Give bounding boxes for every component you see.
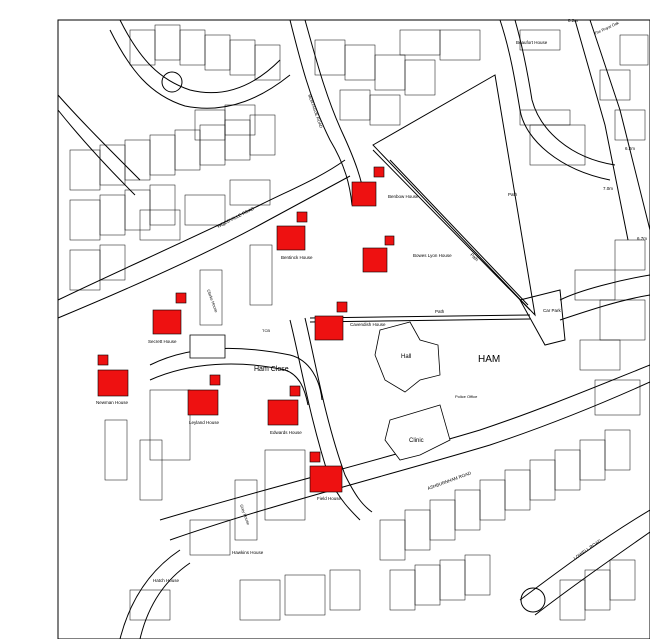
spot-level-3: 6.2m <box>625 146 635 151</box>
area-label-ham: HAM <box>478 354 500 365</box>
road-network <box>57 19 650 639</box>
label-edwards-house: Edwards House <box>270 430 302 435</box>
benbow-house-block[interactable] <box>351 181 377 207</box>
label-bentinck-house: Bentinck House <box>281 255 313 260</box>
leyland-house-block[interactable] <box>187 389 219 416</box>
path-label-1: Path <box>508 192 518 197</box>
label-field-house: Field House <box>317 496 342 501</box>
label-police-office: Police Office <box>455 394 478 399</box>
label-benbow-house: Benbow House <box>388 194 419 199</box>
spot-level-4: 8.2m <box>568 18 578 23</box>
label-car-park: Car Park <box>543 308 562 313</box>
road-label-ham-close: Ham Close <box>254 366 289 373</box>
label-tcb: TCB <box>262 328 270 333</box>
label-hall: Hall <box>401 354 411 360</box>
highlighted-buildings <box>97 166 395 493</box>
label-beaufort-house: Beaufort House <box>516 40 548 45</box>
label-newman-house: Newman House <box>96 400 129 405</box>
clinic-building <box>384 404 451 461</box>
residential-blocks <box>69 24 649 621</box>
hall-building <box>374 321 441 393</box>
label-hawkins-house: Hawkins House <box>232 550 264 555</box>
bentinck-house-block[interactable] <box>276 225 306 251</box>
secrett-house-block[interactable] <box>152 309 182 335</box>
path-label-3: Path <box>435 309 445 314</box>
label-hatch-house: Hatch House <box>153 578 180 583</box>
map-frame <box>57 19 650 639</box>
label-secrett-house: Secrett House <box>148 339 177 344</box>
field-house-block[interactable] <box>309 465 343 493</box>
label-cavendish-house: Cavendish House <box>350 322 386 327</box>
label-leyland-house: Leyland House <box>189 420 220 425</box>
label-clinic: Clinic <box>409 438 424 444</box>
ham-open-space <box>309 74 566 346</box>
newman-house-block[interactable] <box>97 369 129 397</box>
bowes-lyon-house-block[interactable] <box>362 247 388 273</box>
label-bowes-lyon-house: Bowes Lyon House <box>413 253 452 258</box>
spot-level-2: 6.7m <box>637 236 647 241</box>
edwards-house-block[interactable] <box>267 399 299 426</box>
cavendish-house-block[interactable] <box>314 315 344 341</box>
path-label-2: Path <box>469 252 479 262</box>
spot-level-1: 7.0m <box>603 186 613 191</box>
